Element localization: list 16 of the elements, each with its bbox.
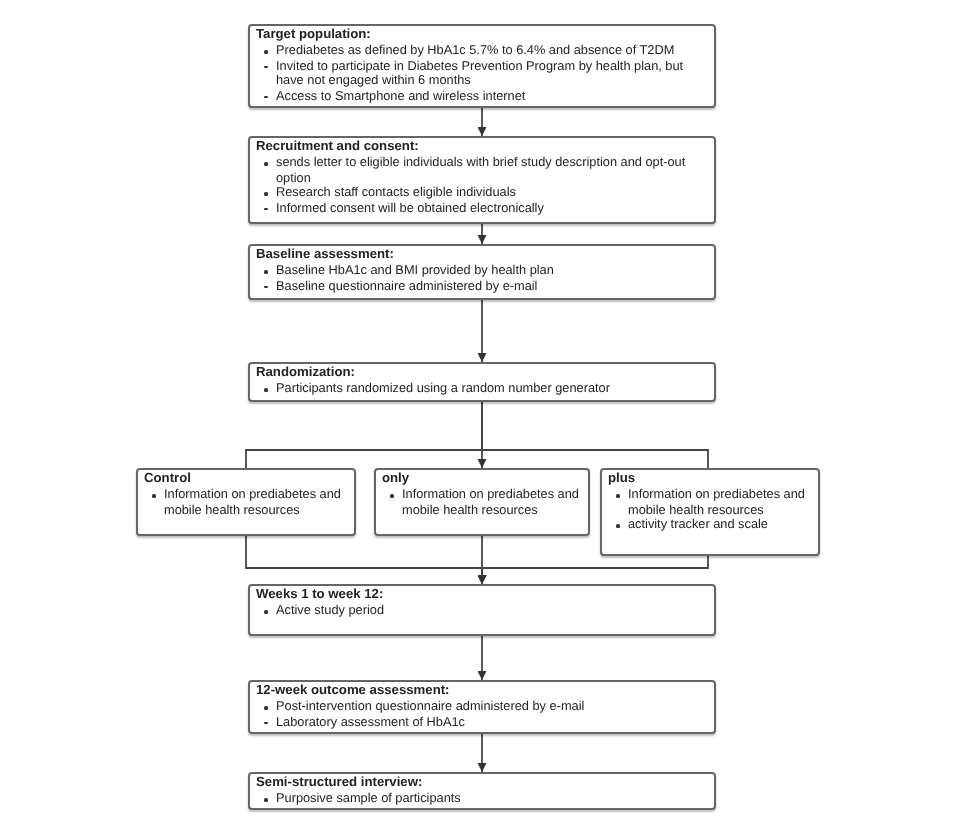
connector-arrow <box>477 555 709 585</box>
process-box <box>600 468 820 556</box>
connector-arrow <box>477 223 487 245</box>
process-box <box>248 772 716 810</box>
connector-arrow <box>477 733 487 773</box>
connector-arrow <box>477 107 487 137</box>
process-box <box>248 244 716 300</box>
process-box <box>248 680 716 734</box>
process-box <box>374 468 590 536</box>
process-box <box>248 136 716 224</box>
connector-arrow <box>477 635 487 681</box>
process-box <box>248 584 716 636</box>
process-box <box>248 24 716 108</box>
connector-arrow <box>477 299 487 363</box>
process-box <box>136 468 356 536</box>
process-box <box>248 362 716 402</box>
